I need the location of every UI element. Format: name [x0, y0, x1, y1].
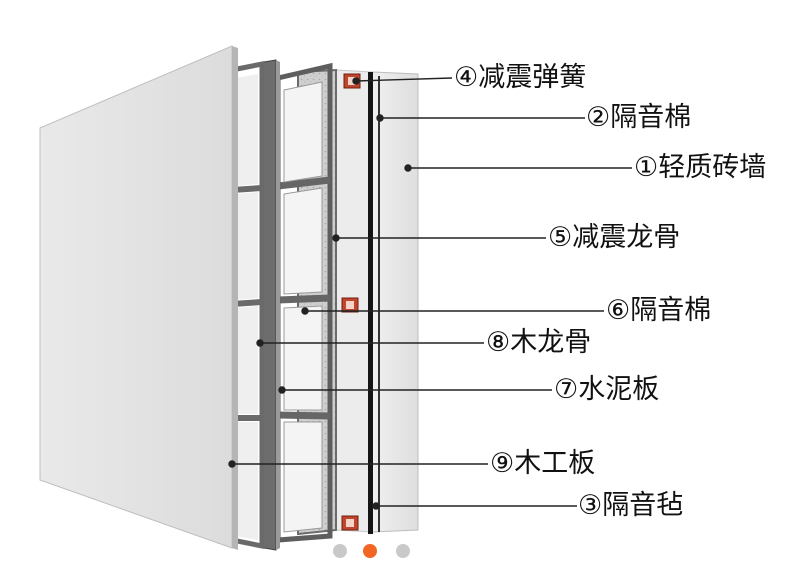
label-3-sound-felt: ③隔音毡 [578, 490, 684, 521]
label-4-shock-spring: ④减震弹簧 [454, 62, 587, 93]
cement-board-layer [263, 59, 280, 551]
label-8-wood-keel: ⑧木龙骨 [486, 327, 592, 358]
carousel-dot-1[interactable] [333, 544, 347, 558]
label-9-wood-board: ⑨木工板 [490, 448, 596, 479]
label-6-sound-cotton: ⑥隔音棉 [606, 295, 712, 326]
label-7-cement-board: ⑦水泥板 [554, 374, 660, 405]
label-2-sound-cotton: ②隔音棉 [586, 102, 692, 133]
sound-felt-layer [368, 72, 380, 534]
label-5-shock-keel: ⑤减震龙骨 [548, 222, 681, 253]
carousel-dot-3[interactable] [396, 544, 410, 558]
leader-lines [228, 77, 632, 510]
carousel-dot-2-active[interactable] [363, 544, 377, 558]
shock-keel-frame [275, 62, 337, 543]
wood-board-front-panel [39, 45, 238, 550]
label-1-light-brick-wall: ①轻质砖墙 [634, 152, 767, 183]
carousel-indicator [0, 540, 800, 570]
